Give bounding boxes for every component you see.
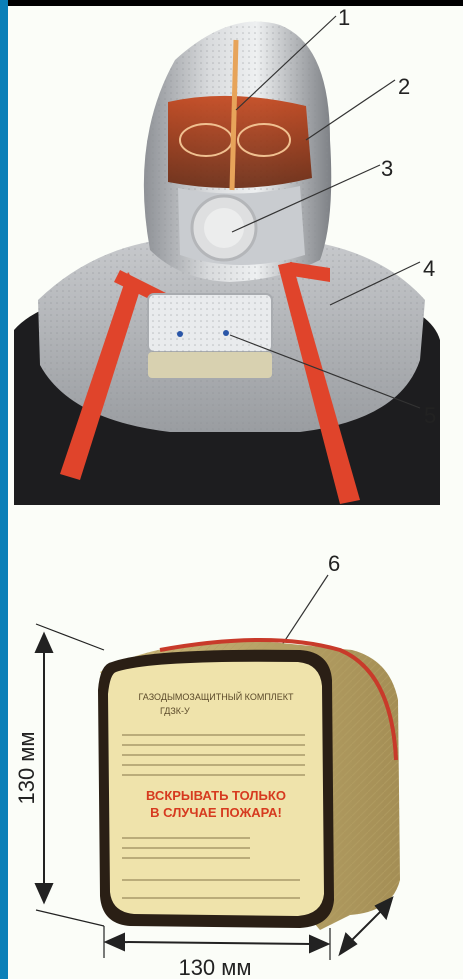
package: ГАЗОДЫМОЗАЩИТНЫЙ КОМПЛЕКТ ГДЗК-У ВСКРЫВА… (98, 640, 400, 930)
callout-2: 2 (398, 74, 410, 99)
package-title-1: ГАЗОДЫМОЗАЩИТНЫЙ КОМПЛЕКТ (139, 691, 294, 702)
callout-5: 5 (424, 403, 436, 428)
callout-4: 4 (423, 256, 435, 281)
width-dimension-label: 130 мм (178, 955, 251, 979)
package-warning-2: В СЛУЧАЕ ПОЖАРА! (150, 805, 282, 820)
height-dimension-label: 130 мм (14, 731, 39, 804)
callout-3: 3 (381, 156, 393, 181)
hood-photo (14, 22, 440, 505)
package-title-2: ГДЗК-У (160, 706, 190, 716)
callout-1: 1 (338, 5, 350, 30)
callout-6: 6 (328, 551, 340, 576)
filter-cartridge (148, 294, 272, 378)
package-warning-1: ВСКРЫВАТЬ ТОЛЬКО (146, 788, 286, 803)
